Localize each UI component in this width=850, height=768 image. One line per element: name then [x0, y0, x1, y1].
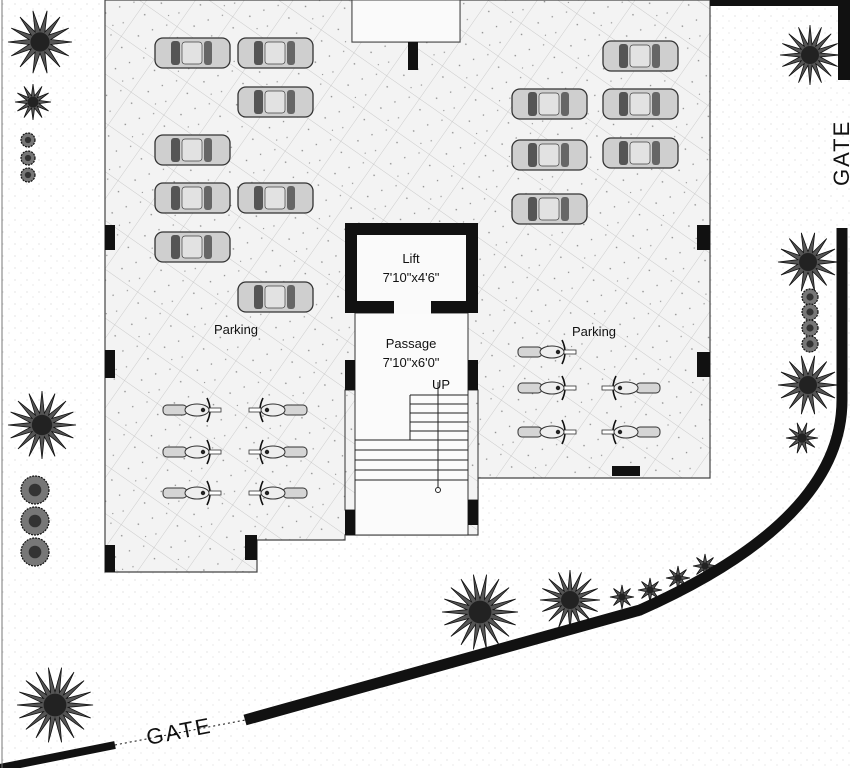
- column: [468, 500, 478, 525]
- car: [154, 134, 231, 166]
- shrub: [801, 319, 819, 337]
- motorbike: [162, 480, 222, 506]
- car: [602, 137, 679, 169]
- gate-right-label: GATE: [829, 120, 850, 186]
- tree: [779, 24, 841, 86]
- car: [154, 231, 231, 263]
- column: [345, 510, 355, 535]
- motorbike: [248, 480, 308, 506]
- car: [511, 139, 588, 171]
- passage-label: Passage: [386, 336, 437, 351]
- motorbike: [248, 439, 308, 465]
- shrub: [801, 303, 819, 321]
- column: [468, 360, 478, 390]
- shrub: [20, 150, 36, 166]
- column: [345, 360, 355, 390]
- car: [154, 37, 231, 69]
- stair-arrow-start: [435, 487, 441, 493]
- lift-label: Lift: [402, 251, 420, 266]
- columns: [105, 42, 710, 572]
- motorbike: [162, 439, 222, 465]
- car: [237, 182, 314, 214]
- car: [237, 37, 314, 69]
- tree: [777, 232, 839, 292]
- shrub: [20, 506, 50, 536]
- tree: [14, 83, 52, 121]
- tree: [539, 569, 601, 631]
- parking-right-label: Parking: [572, 324, 616, 339]
- passage-wall-left: [344, 389, 356, 511]
- car: [237, 281, 314, 313]
- tree: [609, 584, 635, 610]
- motorbike: [248, 397, 308, 423]
- motorbike: [162, 397, 222, 423]
- parking-left-label: Parking: [214, 322, 258, 337]
- lift-size: 7'10"x4'6": [383, 270, 440, 285]
- tree: [16, 667, 94, 743]
- shrub: [801, 288, 819, 306]
- column: [105, 225, 115, 250]
- entry-block: [351, 0, 461, 43]
- tree: [785, 422, 819, 454]
- shrub: [801, 335, 819, 353]
- shrub: [20, 475, 50, 505]
- passage-size: 7'10"x6'0": [383, 355, 440, 370]
- column: [697, 352, 710, 377]
- car: [237, 86, 314, 118]
- tree: [637, 577, 663, 603]
- column: [105, 350, 115, 378]
- shrub: [20, 537, 50, 567]
- tree: [777, 355, 839, 415]
- motorbikes: [162, 339, 661, 506]
- column: [408, 42, 418, 70]
- passage-area: [354, 312, 469, 536]
- tree: [7, 390, 77, 460]
- shrub: [20, 167, 36, 183]
- cars: [154, 37, 679, 313]
- motorbike: [601, 375, 661, 401]
- lift-shaft: [345, 223, 478, 314]
- car: [511, 193, 588, 225]
- tree: [7, 10, 73, 74]
- motorbike: [517, 339, 577, 365]
- column: [105, 545, 115, 572]
- shrub: [20, 132, 36, 148]
- column: [697, 225, 710, 250]
- passage-wall-right: [467, 389, 479, 501]
- trees: [7, 10, 841, 743]
- staircase: [355, 382, 468, 493]
- column: [245, 535, 257, 560]
- stair-up-label: UP: [432, 377, 450, 392]
- motorbike: [517, 419, 577, 445]
- car: [154, 182, 231, 214]
- motorbike: [601, 419, 661, 445]
- motorbike: [517, 375, 577, 401]
- car: [602, 40, 679, 72]
- car: [511, 88, 588, 120]
- column: [612, 466, 640, 476]
- car: [602, 88, 679, 120]
